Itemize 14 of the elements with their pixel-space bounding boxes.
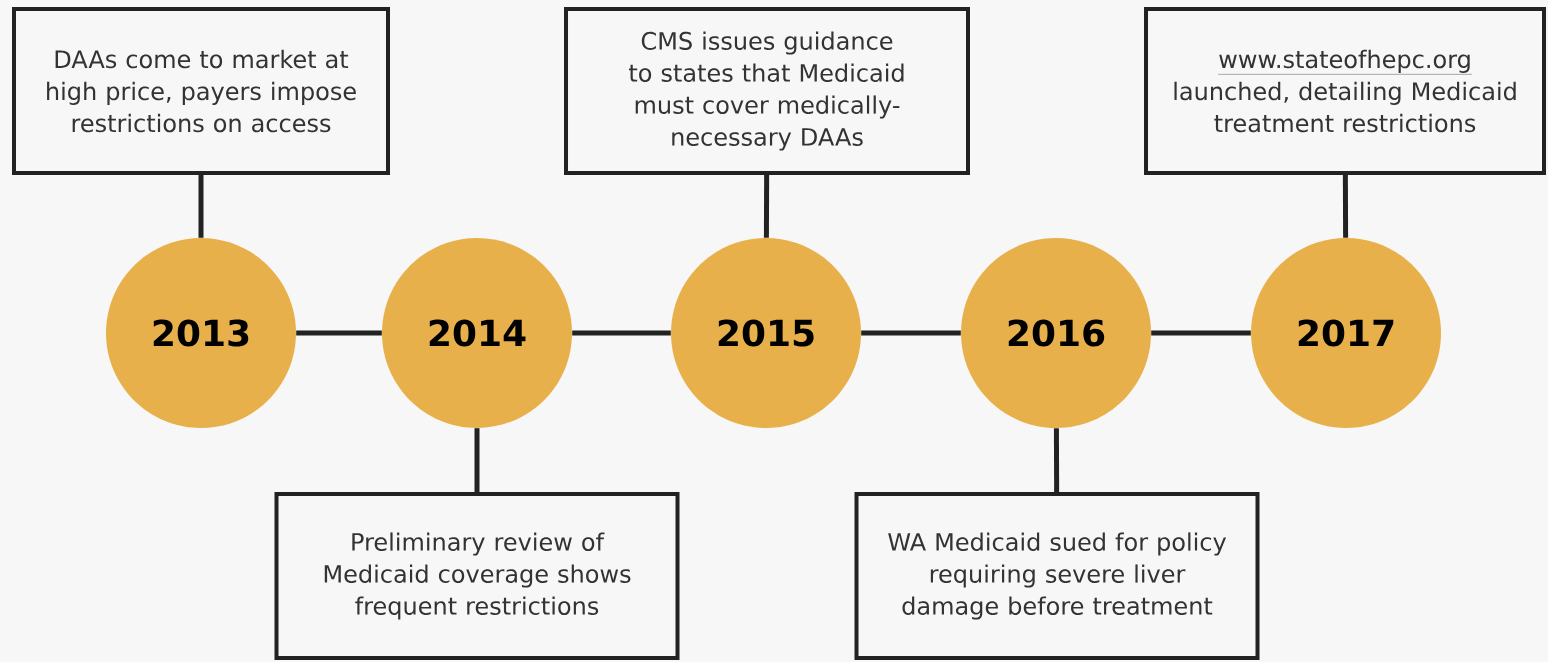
connector-line	[861, 330, 961, 336]
connector-line	[1151, 330, 1251, 336]
event-box: WA Medicaid sued for policy requiring severe liver damage before treatment	[854, 492, 1260, 660]
connector-line	[296, 330, 382, 336]
connector-line	[198, 175, 204, 238]
connector-line	[572, 330, 671, 336]
connector-line	[763, 175, 770, 238]
event-box: CMS issues guidance to states that Medicaid must cover medically-necessary DAAs	[564, 7, 970, 175]
event-box: www.stateofhepc.org launched, detailing Medicaid treatment restrictions	[1144, 7, 1546, 175]
event-box: Preliminary review of Medicaid coverage shows frequent restrictions	[274, 492, 680, 660]
connector-line	[1342, 175, 1349, 238]
event-box: DAAs come to market at high price, payers impose restrictions on access	[12, 7, 390, 175]
connector-line	[1053, 428, 1060, 492]
connector-line	[474, 428, 480, 492]
